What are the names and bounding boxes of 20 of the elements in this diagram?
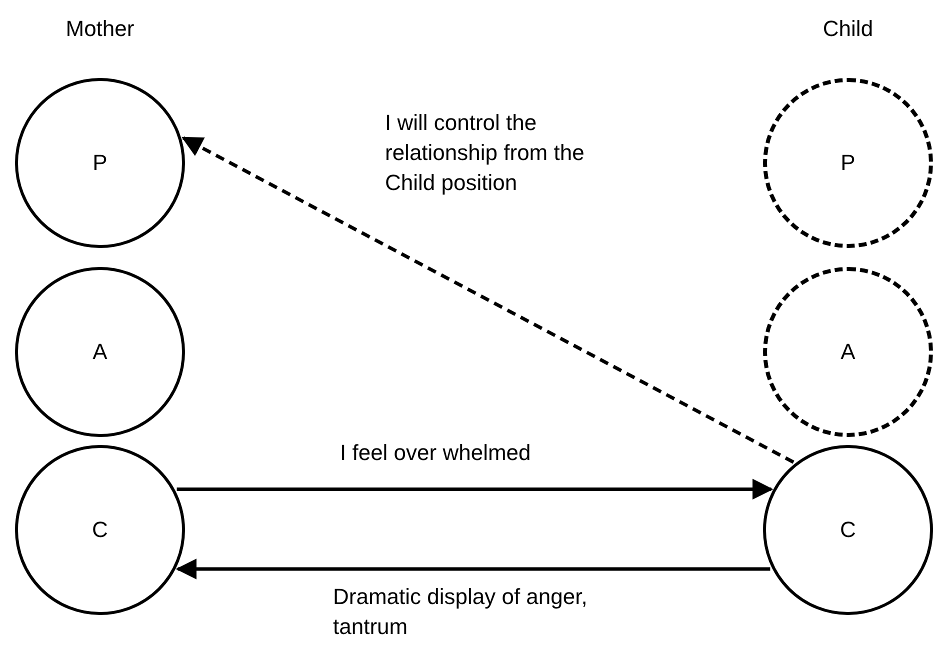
circle-node [763,445,933,615]
dashed-circle-node [763,78,933,248]
node-label: A [840,339,856,365]
circle-node [15,78,185,248]
edge-label: I will control the relationship from the Child position [385,109,586,197]
arrow [176,558,770,580]
edge-label: I feel over whelmed [340,439,532,467]
arrow [176,478,774,500]
column-heading: Mother [64,15,136,43]
arrow [181,136,794,464]
node-label: A [92,339,108,365]
circle-node [15,445,185,615]
edge-label: Dramatic display of anger, tantrum [333,583,588,641]
node-label: C [840,517,856,543]
node-label: P [840,150,856,176]
column-heading: Child [822,15,874,43]
dashed-circle-node [763,267,933,437]
node-label: C [92,517,108,543]
node-label: P [92,150,108,176]
circle-node [15,267,185,437]
